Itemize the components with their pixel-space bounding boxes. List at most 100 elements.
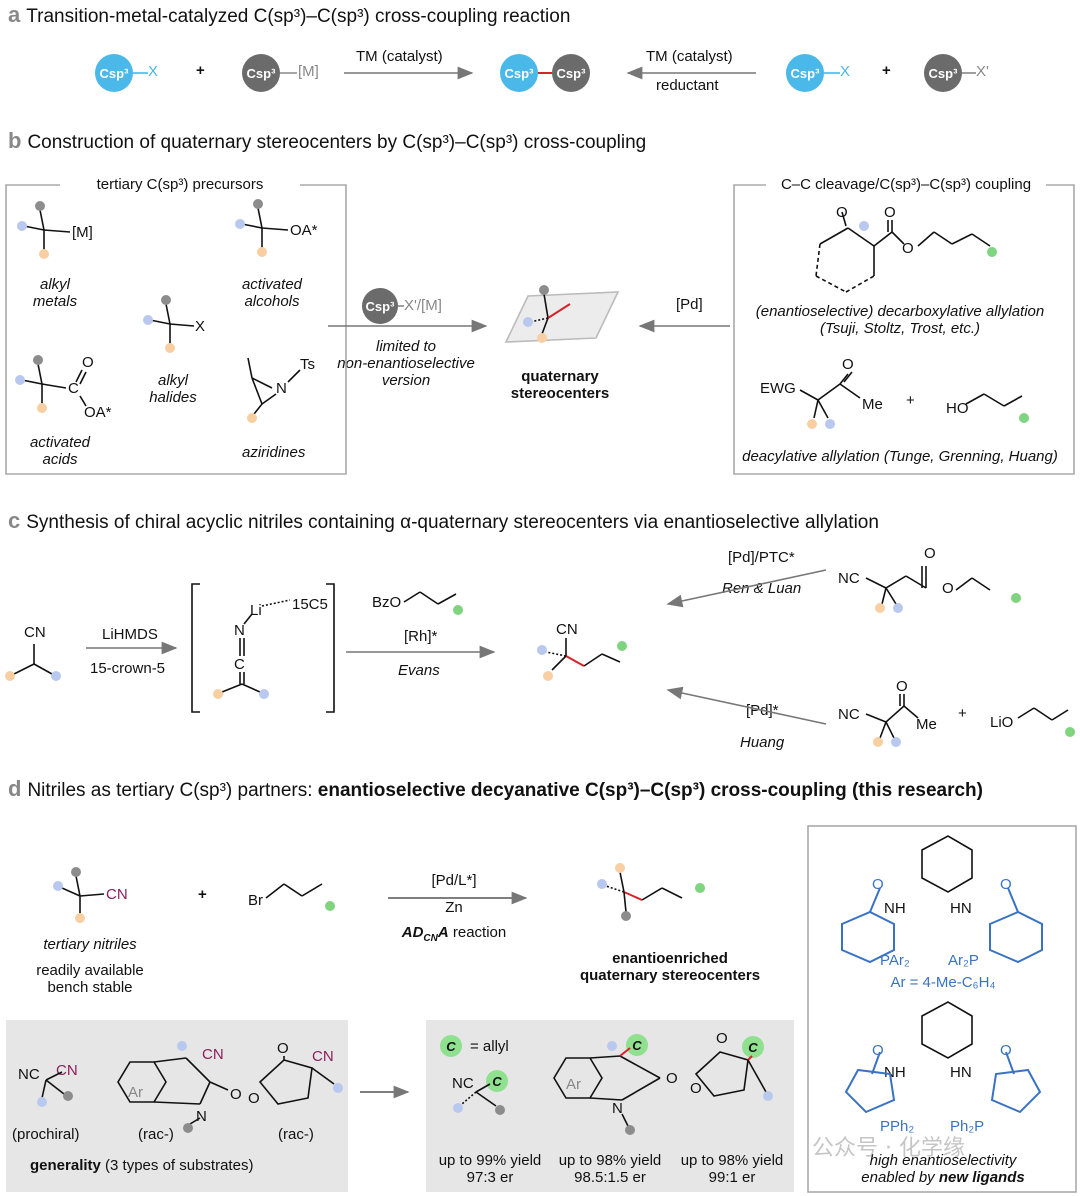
chain-1 <box>918 232 934 246</box>
ptc-8 <box>886 588 896 604</box>
lig2-co-l <box>872 1052 880 1074</box>
huang-6 <box>886 722 894 738</box>
lig1-co-r <box>1008 888 1018 912</box>
pc-4 <box>602 654 620 662</box>
am-bond-left <box>24 226 44 230</box>
r2-5d <box>590 1098 622 1100</box>
acid-bond-up <box>38 364 42 384</box>
bracket-left <box>192 584 200 712</box>
substituent-dots <box>5 199 1075 1135</box>
d-prod-6 <box>606 886 624 892</box>
bzo-3 <box>438 594 456 604</box>
lig2-cyclohexane <box>922 1002 972 1058</box>
li-15c5 <box>262 600 290 606</box>
d-nit-2 <box>62 888 80 896</box>
lig1-co-l <box>870 888 880 912</box>
r3-red <box>748 1056 752 1060</box>
ring-4 <box>816 276 846 292</box>
ho-2 <box>984 394 1004 406</box>
ho-1 <box>966 394 984 404</box>
r1-1 <box>476 1084 490 1092</box>
lio-1 <box>1018 708 1034 718</box>
stereo-plane <box>506 292 618 342</box>
keteniminate-c-right <box>242 684 260 692</box>
ester-c <box>874 232 892 246</box>
az-4 <box>288 370 300 382</box>
precursor-box <box>6 185 346 474</box>
chain-3 <box>952 234 972 244</box>
aa-bond-right <box>262 228 288 230</box>
d-nit-1 <box>76 876 80 896</box>
keteniminate-c-left <box>222 684 242 692</box>
ptc-3 <box>906 576 926 588</box>
lio-2 <box>1034 708 1052 720</box>
oxindole-ncme <box>190 1118 200 1124</box>
acid-bond-left <box>22 380 42 384</box>
ptc-7 <box>882 588 886 604</box>
r2-red <box>620 1048 630 1056</box>
g1-2 <box>46 1080 64 1094</box>
ligand-box <box>808 826 1076 1192</box>
r1-2 <box>462 1092 476 1104</box>
aa-bond-left <box>242 224 262 228</box>
chain-2 <box>934 232 952 244</box>
az-5 <box>248 358 252 378</box>
g1-1 <box>42 1080 46 1098</box>
huang-1 <box>866 714 886 722</box>
acid-coa <box>80 396 86 406</box>
deac-2 <box>818 384 840 400</box>
pc-5 <box>552 656 566 670</box>
deac-6 <box>818 400 828 418</box>
lig2-co-r <box>1006 1052 1014 1074</box>
lig2-ring-right <box>992 1070 1040 1112</box>
c-sm-2 <box>14 664 34 674</box>
lactone-ring <box>260 1060 312 1104</box>
aa-bond-up <box>258 208 262 228</box>
arrow-c4 <box>668 690 826 724</box>
huang-4 <box>904 706 918 718</box>
ptc-2 <box>886 576 906 588</box>
lig1-cyclohexane <box>922 836 972 892</box>
ring-3 <box>816 244 820 276</box>
lio-3 <box>1052 710 1068 720</box>
keteniminate-n-li <box>244 614 252 624</box>
r3-me <box>748 1060 766 1092</box>
deac-4 <box>840 384 860 398</box>
pc-3 <box>584 654 602 666</box>
ptc-1 <box>866 578 886 588</box>
d-prod-5 <box>624 892 626 912</box>
ah-bond-right <box>170 324 194 326</box>
oxindole-5c <box>200 1082 210 1104</box>
arrow-c3 <box>668 570 826 604</box>
ah-bond-up <box>166 304 170 324</box>
r2-nme <box>622 1114 628 1126</box>
am-bond-up <box>40 210 44 230</box>
oxindole-5b <box>186 1058 210 1082</box>
ho-3 <box>1004 396 1022 406</box>
oxindole-co <box>210 1082 228 1090</box>
bracket-right <box>326 584 334 712</box>
lig2-ring-left <box>846 1070 894 1112</box>
r2-5a <box>590 1056 620 1058</box>
cleavage-box <box>734 185 1074 474</box>
ring-2 <box>820 228 848 244</box>
bzo-1 <box>404 592 420 602</box>
bzo-2 <box>420 592 438 604</box>
oxindole-5a <box>154 1058 186 1062</box>
lig1-ring-left <box>842 912 894 962</box>
r2-benzene <box>554 1058 602 1098</box>
d-prod-4 <box>662 888 682 898</box>
lactone-me <box>312 1068 334 1084</box>
d-prod-1 <box>620 872 624 892</box>
oxindole-5d <box>154 1102 200 1104</box>
huang-2 <box>886 706 904 722</box>
r3-ring <box>696 1052 748 1096</box>
r2-5c <box>622 1078 660 1100</box>
az-3 <box>262 394 276 404</box>
chain-4 <box>972 234 990 246</box>
d-br-2 <box>284 884 302 896</box>
ah-bond-left <box>150 320 170 324</box>
d-br-1 <box>266 884 284 898</box>
d-br-3 <box>302 884 322 896</box>
